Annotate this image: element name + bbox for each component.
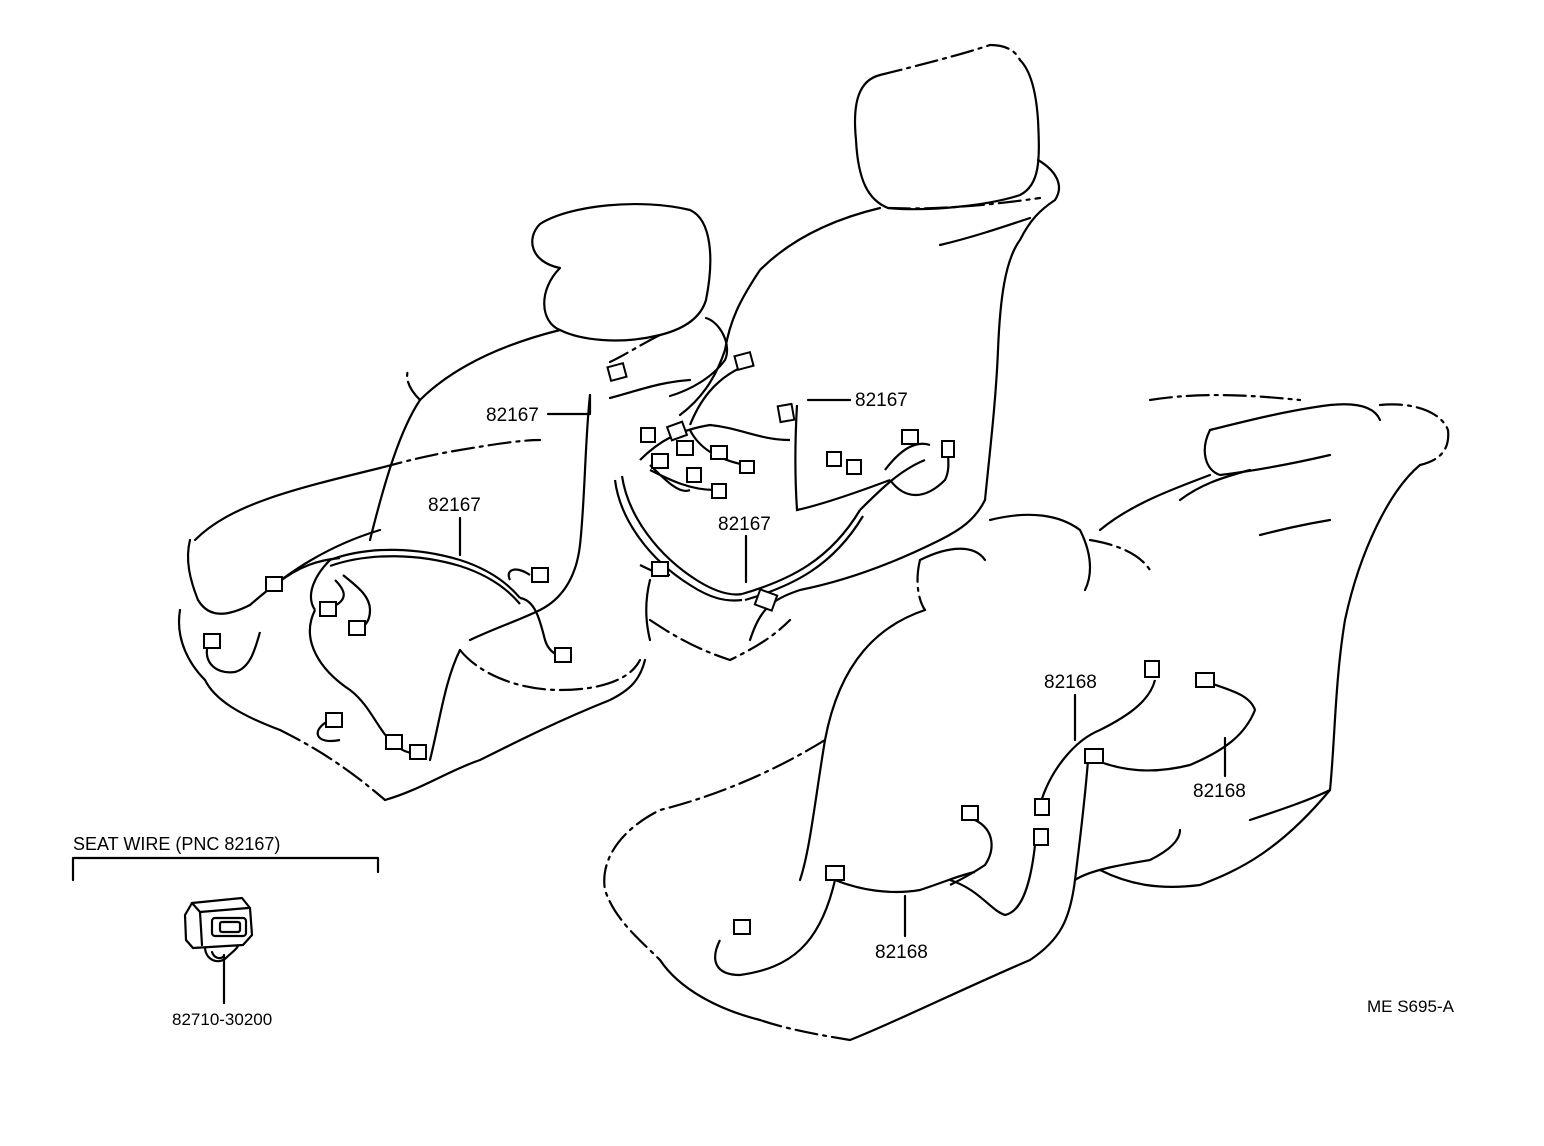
drawing-code: ME S695-A	[1367, 997, 1455, 1016]
wire-harnesses	[205, 367, 1257, 977]
part-number-label: 82710-30200	[172, 1010, 272, 1029]
rear-seat	[603, 393, 1450, 1042]
callout-82168-a: 82168	[1044, 672, 1097, 693]
rear-seat-right-side	[1248, 463, 1422, 822]
rear-seatback-top	[1208, 403, 1382, 432]
harness-right-main	[613, 479, 743, 602]
harness-rear-right	[1038, 679, 1157, 806]
right-headrest	[853, 58, 1040, 211]
leader-lines	[222, 393, 1227, 1005]
left-headrest	[531, 203, 712, 342]
callout-82167-b: 82167	[428, 495, 481, 516]
legend-title: SEAT WIRE (PNC 82167)	[73, 834, 280, 854]
connectors	[203, 350, 1215, 935]
callout-82167-a: 82167	[486, 405, 539, 426]
callout-82168-b: 82168	[1193, 781, 1246, 802]
callout-82167-c: 82167	[855, 390, 908, 411]
right-front-seat	[645, 43, 1061, 662]
harness-left-main	[308, 609, 393, 743]
left-seatback-top	[668, 316, 729, 398]
legend-bracket	[71, 856, 380, 882]
right-seatback	[723, 206, 882, 352]
connector-part-illustration	[183, 896, 254, 963]
callout-82168-c: 82168	[875, 942, 928, 963]
left-cushion-top	[193, 466, 382, 542]
callout-82167-d: 82167	[718, 514, 771, 535]
seat-wire-legend: SEAT WIRE (PNC 82167) 82710-30200	[71, 834, 380, 1029]
left-front-seat	[177, 203, 729, 802]
harness-rear-left	[714, 879, 837, 977]
